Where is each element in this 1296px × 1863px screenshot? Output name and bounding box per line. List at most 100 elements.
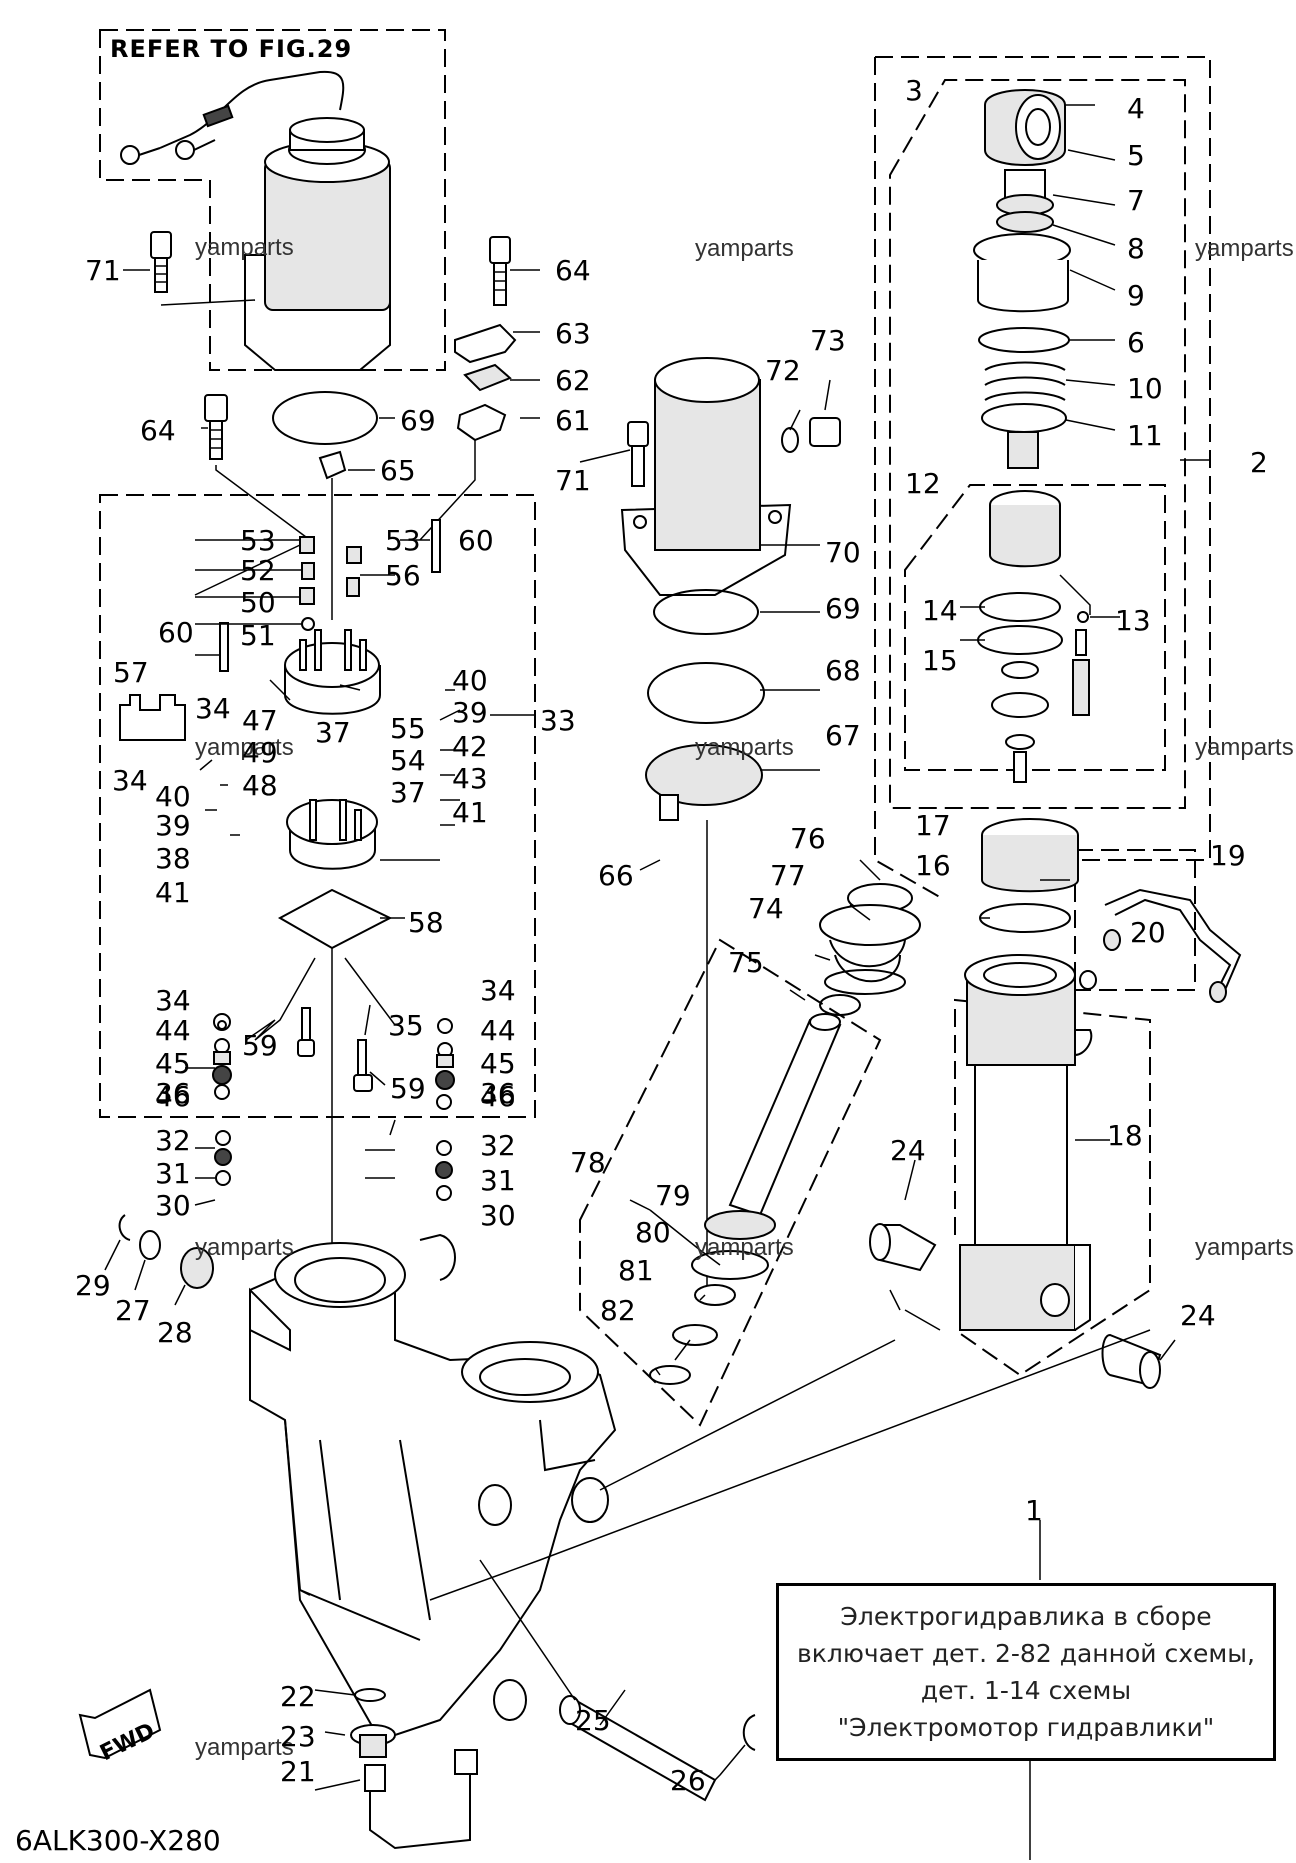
part-label-24b: 24 — [1180, 1299, 1216, 1332]
part-label-7: 7 — [1127, 184, 1145, 217]
part-label-30: 30 — [155, 1189, 191, 1222]
watermark: yamparts — [195, 1734, 294, 1761]
part-label-36b: 36 — [480, 1077, 516, 1110]
part-label-10: 10 — [1127, 372, 1163, 405]
part-label-44b: 44 — [480, 1014, 516, 1047]
plate-68 — [647, 662, 765, 724]
part-label-4: 4 — [1127, 92, 1145, 125]
filter-67 — [645, 744, 763, 806]
assembly-note: Электрогидравлика в сборе включает дет. … — [776, 1583, 1276, 1761]
pin-25-axis — [479, 1559, 576, 1701]
valve-block-lower — [286, 799, 378, 870]
part-label-28: 28 — [157, 1316, 193, 1349]
bolt-64-top — [489, 236, 511, 306]
part-label-20: 20 — [1130, 916, 1166, 949]
part-label-71: 71 — [85, 254, 121, 287]
bushing-24 — [869, 1223, 1162, 1389]
group-boundary-18 — [954, 998, 1151, 1377]
watermark: yamparts — [695, 734, 794, 761]
cover-63 — [454, 323, 517, 364]
cylinder-17-16 — [979, 818, 1079, 933]
cylinder-18 — [959, 954, 1093, 1331]
part-label-80: 80 — [635, 1216, 671, 1249]
part-label-67: 67 — [825, 719, 861, 752]
part-label-71b: 71 — [555, 464, 591, 497]
check-valves-left — [212, 1013, 232, 1186]
part-label-18: 18 — [1107, 1119, 1143, 1152]
part-label-58: 58 — [408, 906, 444, 939]
part-label-76: 76 — [790, 822, 826, 855]
part-label-75: 75 — [728, 946, 764, 979]
part-label-26: 26 — [670, 1764, 706, 1797]
group-boundary-12 — [904, 484, 1166, 771]
plate-58 — [277, 888, 393, 950]
piston-12-assembly — [977, 490, 1090, 783]
part-label-48: 48 — [242, 769, 278, 802]
part-label-21: 21 — [280, 1755, 316, 1788]
part-label-66: 66 — [598, 859, 634, 892]
note-line-4: "Электромотор гидравлики" — [837, 1713, 1215, 1742]
part-label-12: 12 — [905, 467, 941, 500]
part-label-69b: 69 — [825, 592, 861, 625]
part-label-57: 57 — [113, 656, 149, 689]
pipe-19 — [1079, 888, 1242, 1003]
bolt-71-center — [627, 421, 649, 487]
part-label-54: 54 — [390, 744, 426, 777]
group-boundary-3 — [889, 79, 1186, 809]
part-label-23: 23 — [280, 1720, 316, 1753]
note-line-2: включает дет. 2-82 данной схемы, — [797, 1639, 1255, 1668]
part-label-56: 56 — [385, 559, 421, 592]
springs-50-56 — [219, 519, 441, 672]
part-label-29: 29 — [75, 1269, 111, 1302]
part-label-41: 41 — [155, 876, 191, 909]
part-label-46b: 46 — [480, 1080, 516, 1113]
motor-70 — [620, 357, 792, 596]
part-label-6: 6 — [1127, 326, 1145, 359]
plug-65 — [318, 450, 347, 480]
bracket-57 — [119, 694, 186, 741]
o-ring-69-upper — [272, 391, 378, 445]
note-line-3: дет. 1-14 схемы — [920, 1676, 1132, 1705]
part-label-68: 68 — [825, 654, 861, 687]
part-label-31b: 31 — [480, 1164, 516, 1197]
part-label-27: 27 — [115, 1294, 151, 1327]
part-label-32b: 32 — [480, 1129, 516, 1162]
valve-block-upper — [284, 629, 381, 715]
part-label-34: 34 — [195, 692, 231, 725]
part-label-22: 22 — [280, 1680, 316, 1713]
part-label-13: 13 — [1115, 604, 1151, 637]
watermark: yamparts — [195, 734, 294, 761]
part-label-45b: 45 — [480, 1047, 516, 1080]
part-label-59b: 59 — [390, 1072, 426, 1105]
part-label-34b: 34 — [112, 764, 148, 797]
part-label-17: 17 — [915, 809, 951, 842]
part-label-62: 62 — [555, 364, 591, 397]
bolt-64-left — [204, 394, 311, 541]
part-label-53b: 53 — [385, 524, 421, 557]
part-label-47: 47 — [242, 704, 278, 737]
group-boundary-motor — [99, 29, 446, 371]
part-label-5: 5 — [1127, 139, 1145, 172]
part-label-44: 44 — [155, 1014, 191, 1047]
part-label-30b: 30 — [480, 1199, 516, 1232]
part-label-64b: 64 — [140, 414, 176, 447]
plug-73 — [809, 417, 841, 447]
pin-25 — [559, 1695, 717, 1802]
check-valves-right — [435, 1018, 455, 1201]
part-label-52: 52 — [240, 554, 276, 587]
o-ring-69-center — [653, 589, 759, 635]
part-label-40: 40 — [155, 780, 191, 813]
main-bracket — [249, 1233, 617, 1742]
part-label-36: 36 — [155, 1077, 191, 1110]
part-label-34c: 34 — [155, 984, 191, 1017]
part-label-35: 35 — [388, 1009, 424, 1042]
drawing-code: 6ALK300-X280 — [15, 1824, 221, 1857]
part-label-42: 42 — [452, 730, 488, 763]
group-boundary-19 — [1074, 849, 1196, 991]
part-label-1: 1 — [1025, 1494, 1043, 1527]
part-label-11: 11 — [1127, 419, 1163, 452]
filter-62 — [463, 363, 512, 392]
watermark: yamparts — [1195, 235, 1294, 262]
part-label-39b: 39 — [452, 696, 488, 729]
part-label-82: 82 — [600, 1294, 636, 1327]
